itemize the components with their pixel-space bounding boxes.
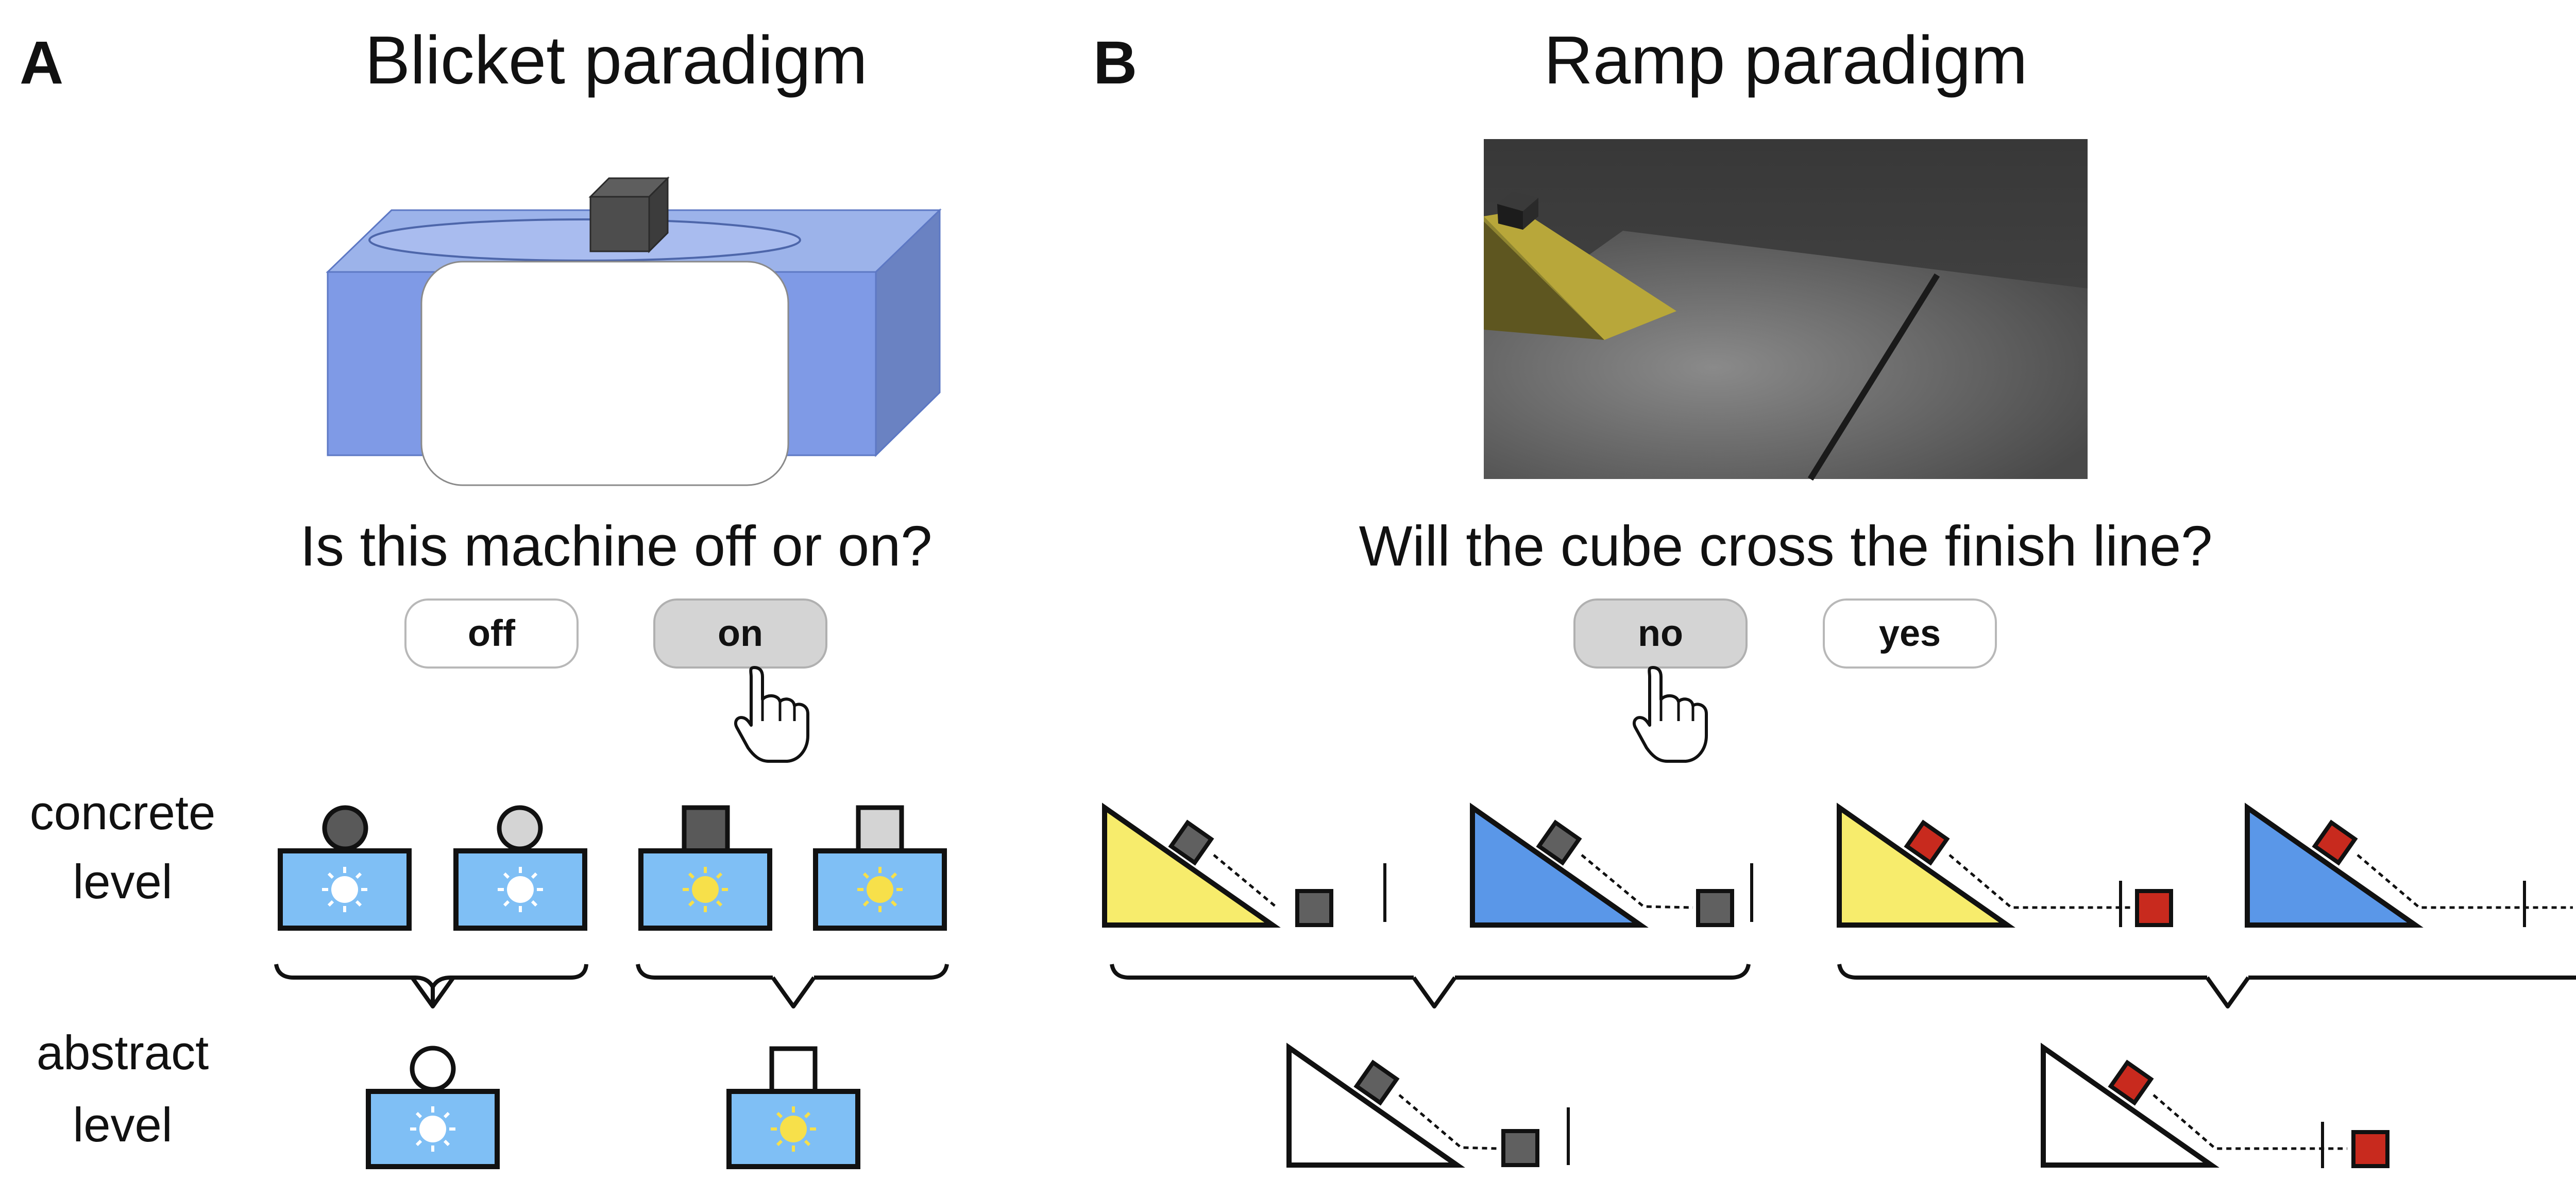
pointer-hand-icon xyxy=(734,666,809,763)
machine-dark-circle-off xyxy=(278,805,412,931)
brace-b-left-tip xyxy=(1412,976,1457,1008)
on-button[interactable]: on xyxy=(653,598,827,669)
panel-b: B Ramp paradigm Will the cube cross the … xyxy=(1093,22,2576,1168)
brace-b-left xyxy=(1110,964,1751,980)
light-off-icon xyxy=(322,867,367,912)
light-on-icon xyxy=(771,1106,816,1152)
blicket-block-3d xyxy=(588,176,670,253)
brace-a-left xyxy=(274,964,588,1004)
no-button[interactable]: no xyxy=(1573,598,1748,669)
abstract-machines-a xyxy=(366,1046,860,1169)
concrete-ramps xyxy=(1102,802,2573,928)
ramp-blue-gray xyxy=(1470,802,1753,928)
panel-a: A Blicket paradigm Is this machine off o… xyxy=(20,22,949,1169)
abstract-level-label-line1: abstract xyxy=(37,1025,209,1080)
scene-cube xyxy=(1497,192,1538,230)
on-button-label: on xyxy=(718,613,763,654)
concrete-level-label-line1: concrete xyxy=(30,785,216,840)
no-button-label: no xyxy=(1638,613,1683,654)
concrete-level-label-line2: level xyxy=(73,854,172,909)
concrete-machines xyxy=(278,805,947,931)
abstract-level-label-line2: level xyxy=(73,1098,172,1152)
machine-dark-square-on xyxy=(638,805,772,931)
panel-a-letter: A xyxy=(20,29,63,97)
yes-button[interactable]: yes xyxy=(1823,598,1997,669)
light-off-icon xyxy=(410,1106,455,1152)
ramp-blue-red xyxy=(2245,802,2573,928)
abstract-ramp-gray xyxy=(1286,1042,1570,1168)
machine-screen xyxy=(420,261,789,486)
panel-b-letter: B xyxy=(1093,29,1137,97)
off-button-label: off xyxy=(468,613,516,654)
yes-button-label: yes xyxy=(1879,613,1941,654)
light-on-icon xyxy=(683,867,728,912)
brace-a-right xyxy=(636,964,949,980)
abstract-ramp-red xyxy=(2041,1042,2389,1168)
abstract-machine-off xyxy=(366,1046,500,1169)
off-button[interactable]: off xyxy=(404,598,579,669)
panel-a-title: Blicket paradigm xyxy=(365,22,868,98)
abstract-ramps xyxy=(1286,1042,2389,1168)
light-off-icon xyxy=(498,867,543,912)
ramp-scene-render xyxy=(1484,139,2088,481)
light-on-icon xyxy=(857,867,903,912)
brace-a-left-tip xyxy=(410,976,455,1008)
machine-light-circle-off xyxy=(453,805,587,931)
abstract-machine-on xyxy=(726,1046,860,1169)
machine-light-square-on xyxy=(813,805,947,931)
ramp-yellow-gray xyxy=(1102,802,1386,928)
brace-b-right xyxy=(1837,964,2576,980)
ramp-yellow-red xyxy=(1837,802,2173,928)
panel-b-question: Will the cube cross the finish line? xyxy=(1359,515,2213,578)
blicket-machine-3d xyxy=(326,176,942,486)
brace-b-right-tip xyxy=(2205,976,2250,1008)
pointer-hand-icon xyxy=(1632,666,1708,763)
panel-b-title: Ramp paradigm xyxy=(1544,22,2027,98)
brace-a-right-tip xyxy=(771,976,816,1008)
panel-a-question: Is this machine off or on? xyxy=(300,515,933,578)
